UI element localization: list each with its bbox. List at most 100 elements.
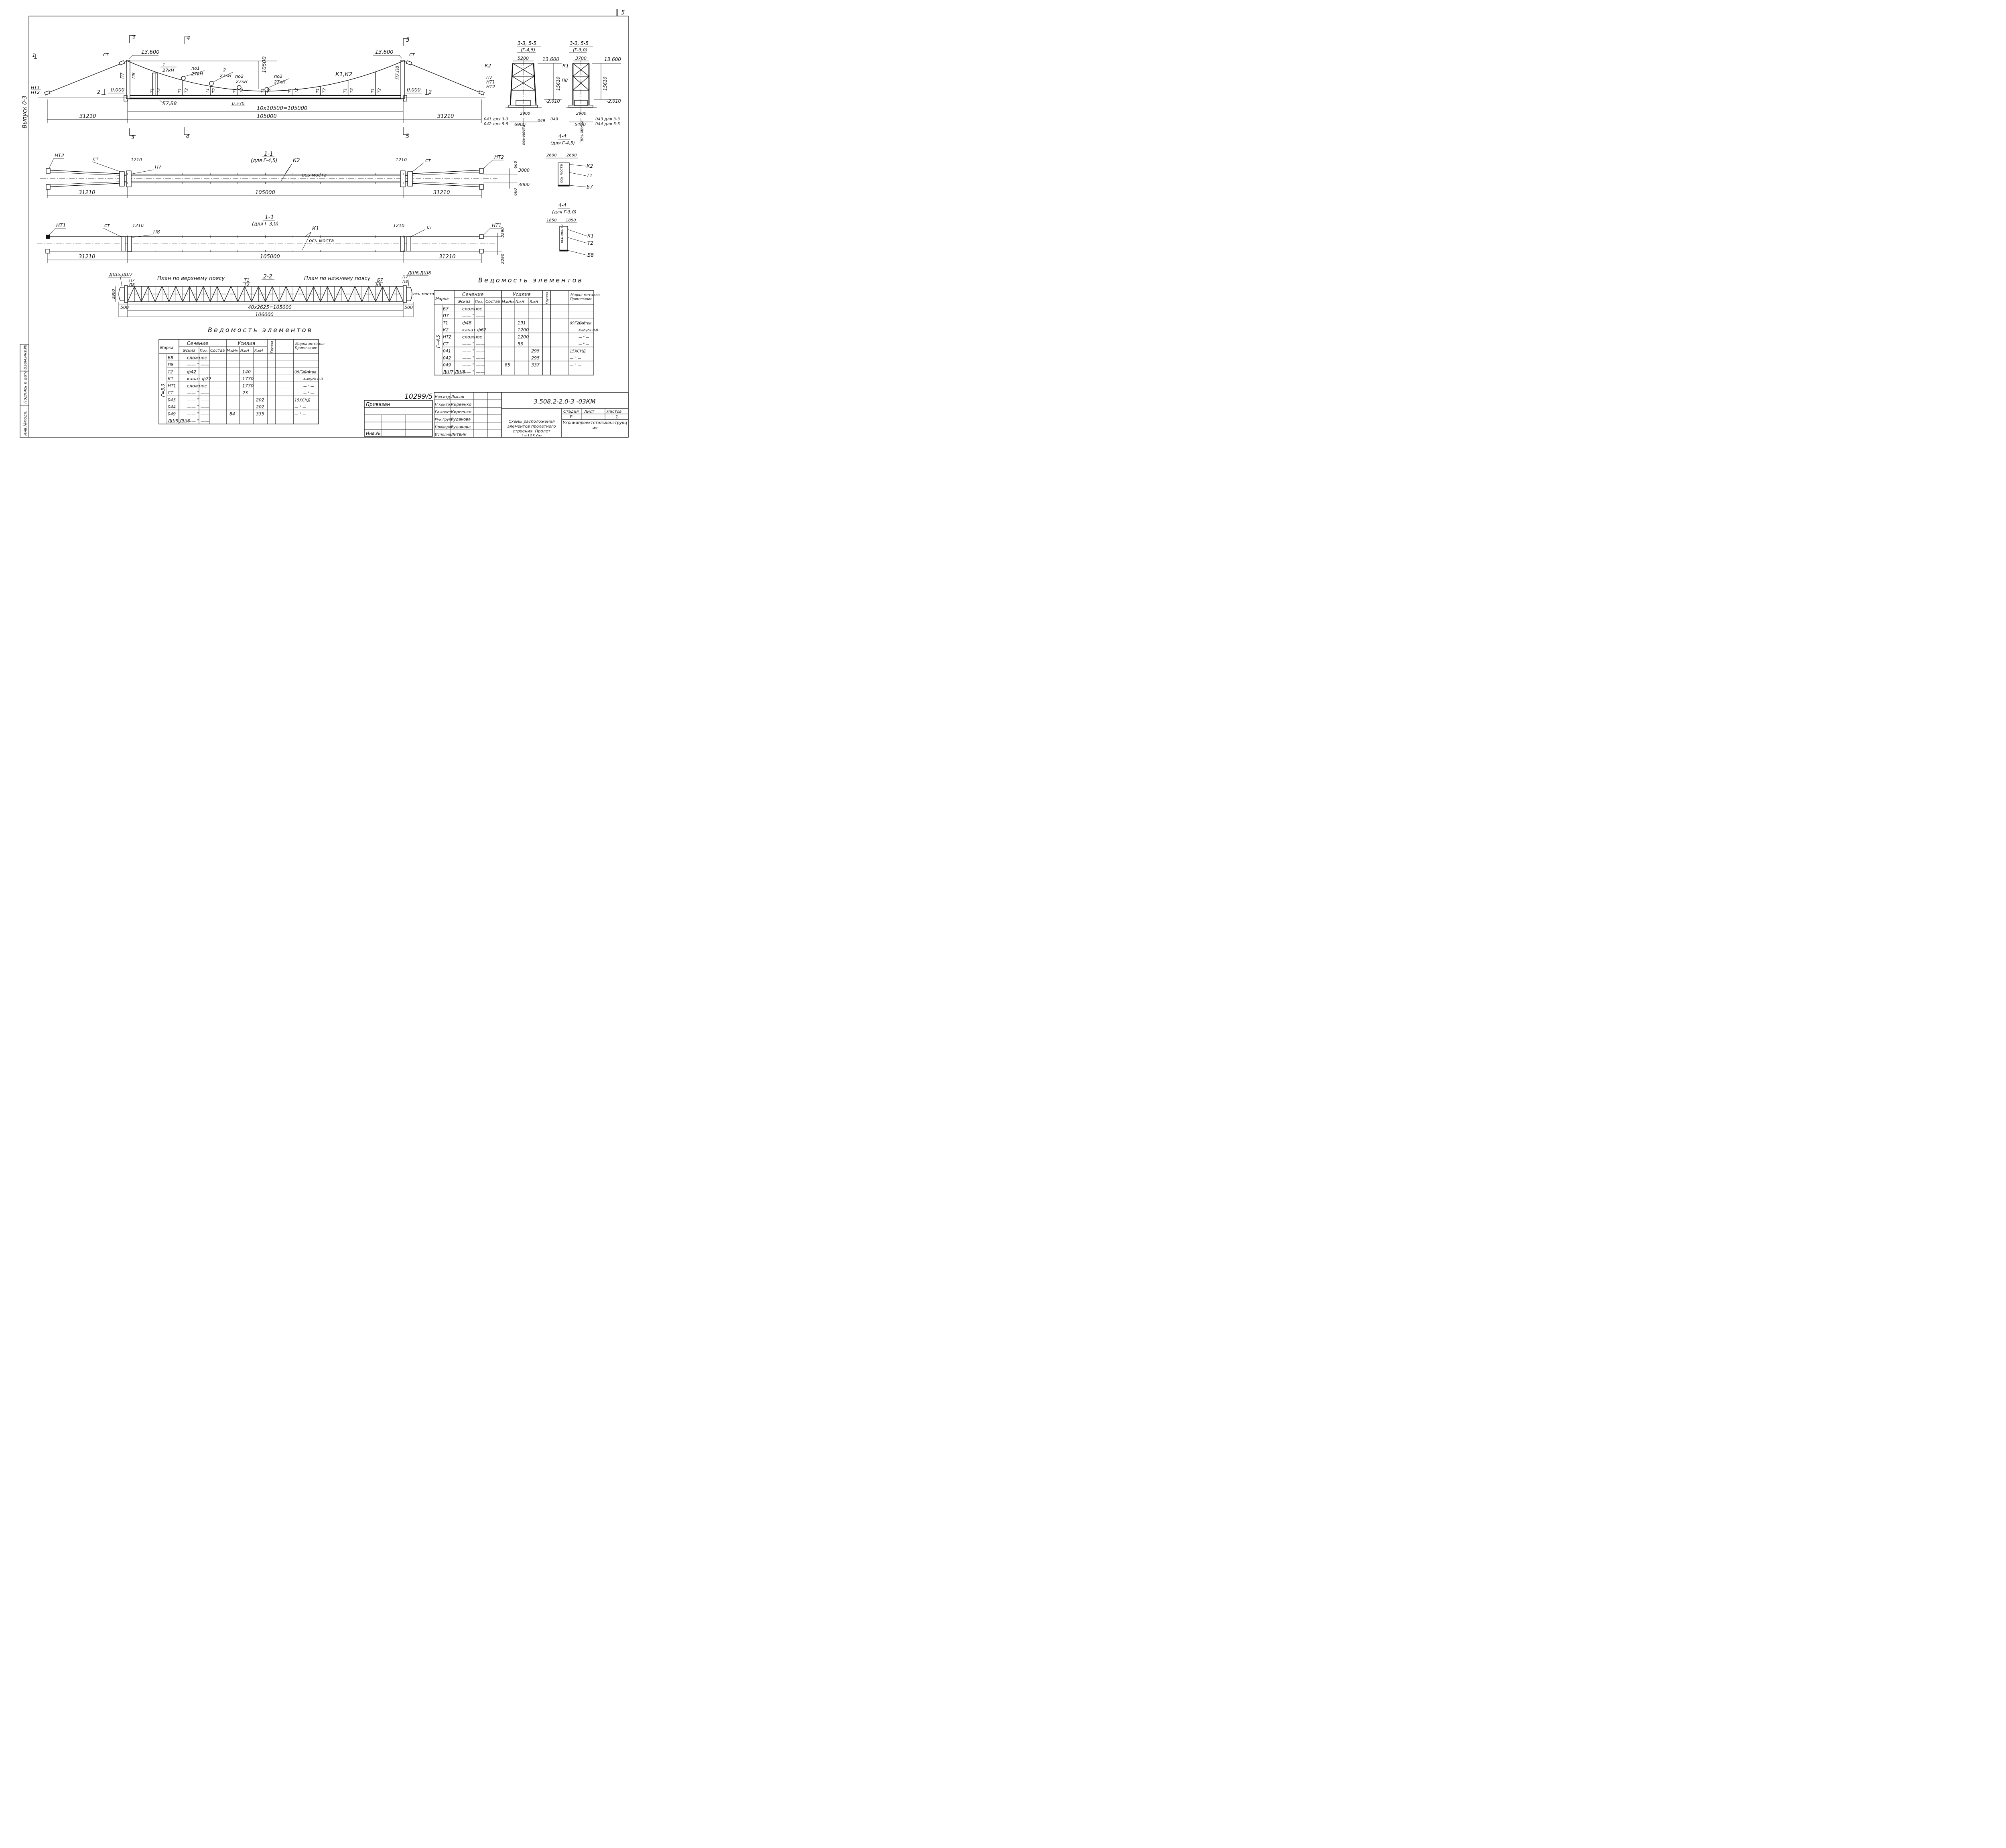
section-marker-4-bottom: 4 [186,134,189,140]
table-right-head-group: Группа [545,292,549,304]
tower-view-g45: 3-3, 5-5 (Г-4,5) 5200 13.600 -2.010 1561… [484,41,562,146]
hanger-label-t1: Т1 [316,88,320,93]
sec44a-w1: 2600 [546,153,556,158]
truss-diagonal [368,286,376,302]
tower45-o3: 049 [538,119,545,123]
table-right-head-mark: Марка [435,297,449,301]
table-left-cell-n: 23 [242,390,248,396]
plan30-nt-right: НТ1 [492,223,502,228]
plan22-dsh-left: ДШ5,ДШ7 [109,272,132,277]
tower30-title: 3-3, 5-5 [570,41,589,46]
series-label: Выпуск 0-3 [22,95,28,128]
plan22-p8-right: П8 [402,280,408,284]
section-44-g30: 4-4 (для Г-3,0) 1850 1850 ось моста К1 Т… [546,203,594,258]
plan30-right: 31210 [439,254,455,260]
sec44a-t: Т1 [587,173,593,179]
table-left-cell-comp: сложное [187,383,207,389]
tower30-axis: ось моста [580,120,585,141]
tower45-p: П7 [486,75,492,80]
tower45-title: 3-3, 5-5 [518,41,536,46]
plan45-mid: 105000 [255,190,275,196]
sheets-val: 1 [615,414,618,420]
tower30-o1: 043 для 3-3 [595,117,620,122]
table-right-head-note: Примечание [570,297,593,301]
left-span-dim: 31210 [79,114,96,120]
label-p7p8: П7,П8 [395,66,400,79]
sec44b-title: 4-4 [558,203,566,208]
sheets-head: Листов [606,410,621,414]
table-right-cell-comp: —— " —— [462,369,485,375]
label-nt2-right: НТ2 [486,84,495,89]
tower45-top: 13.600 [542,57,559,62]
table-right-cell-n: 1200 [518,327,529,333]
title-text: Схемы расположения элементов пролетного … [507,420,556,436]
hanger-label-t2: Т2 [294,88,299,93]
sheet-frame: 5 Выпуск 0-3 [22,9,629,438]
truss-diagonal [169,286,176,302]
attach-box: 10299/5 Привязан Инв.№ [364,393,433,437]
truss-diagonal [162,286,169,302]
hanger-label-t1: Т1 [343,88,348,93]
table-right-cell-mark: Т1 [443,321,448,326]
table-left-cell-mark: НТ1 [168,384,176,389]
table-right-cell-n: 191 [518,321,526,326]
table-left-cell-mark: 044 [168,405,176,410]
plan45-right: 31210 [433,190,450,196]
plan22-b7: Б7 [377,278,383,283]
table-right-cell-mark: К2 [443,328,449,333]
table-right-cell-note: смотри [579,322,592,326]
tower45-o1: 041 для 3-3 [484,117,508,122]
plan30-ct-right: ст [427,224,433,230]
table-left-head-m: M,кНм [227,349,239,353]
tower30-top: 13.600 [604,57,621,62]
table-right-group-label: Г=4,5 [436,335,441,348]
hanger-label-t1: Т1 [371,88,375,93]
section-marker-5-bottom: 5 [406,133,409,140]
plan45-nt-right: НТ2 [494,154,504,160]
table-left-head-forces: Усилия [238,341,255,346]
hanger-label-t1: Т1 [233,88,238,93]
plan45-d1: 1210 [131,157,142,162]
staff-name: Рудакова [451,418,471,422]
table-left-head-comp: Состав [210,349,225,353]
table-left-cell-mark: 043 [168,398,176,403]
sec44a-title: 4-4 [558,134,566,139]
tower45-sub: (Г-4,5) [521,47,535,53]
table-left-title: Ведомость элементов [208,326,313,334]
table-left-head-pos: Поз. [200,349,208,353]
table-left-cell-note: смотри [303,371,317,375]
table-left-frame [158,339,319,424]
truss-diagonal [375,286,383,302]
org-text-box: Укрниипроектстальконструкция [563,421,627,430]
truss-diagonal [258,286,266,302]
tower45-base1: 2900 [520,112,530,116]
plan30-e1: 2290 [501,227,505,237]
sec44b-sub: (для Г-3,0) [552,209,577,215]
load-label-5: по2 [274,74,282,79]
table-left-cell-note: выпуск 0-0 [303,377,323,381]
load-label-3: 2 [223,67,226,73]
plan45-sub: (для Г-4,5) [251,158,277,163]
plan22-b8: Б8 [376,282,382,287]
table-left-cell-comp: —— " —— [187,390,209,396]
section-marker-4-top: 4 [187,35,190,42]
plan22-upper: План по верхнему поясу [157,276,225,282]
sec44a-axis: ось моста [560,164,564,183]
tower30-o3: 049 [550,117,558,122]
plan30-e2: 2290 [501,254,505,264]
table-right-cell-steel: 15ХСНД [570,349,586,354]
staff-name: Литвин [451,432,467,437]
label-ct-right: ст [409,52,415,57]
tower45-base2: 6900 [514,122,526,127]
truss-diagonal [348,286,355,302]
section-marker-3-bottom: 3 [131,134,134,141]
truss-diagonal [134,286,142,302]
plan45-ct-right: ст [425,158,431,163]
table-left-cell-comp: —— " —— [187,398,209,403]
title-block: Нач.отд.ЛысовН.контр.КиреенкоГл.конст.Ки… [434,392,629,438]
sheet-head: Лист [584,410,595,414]
table-left-head-group: Группа [270,341,274,353]
right-span-dim: 31210 [437,114,454,120]
plan45-e1: 660 [514,161,518,168]
truss-diagonal [203,286,211,302]
